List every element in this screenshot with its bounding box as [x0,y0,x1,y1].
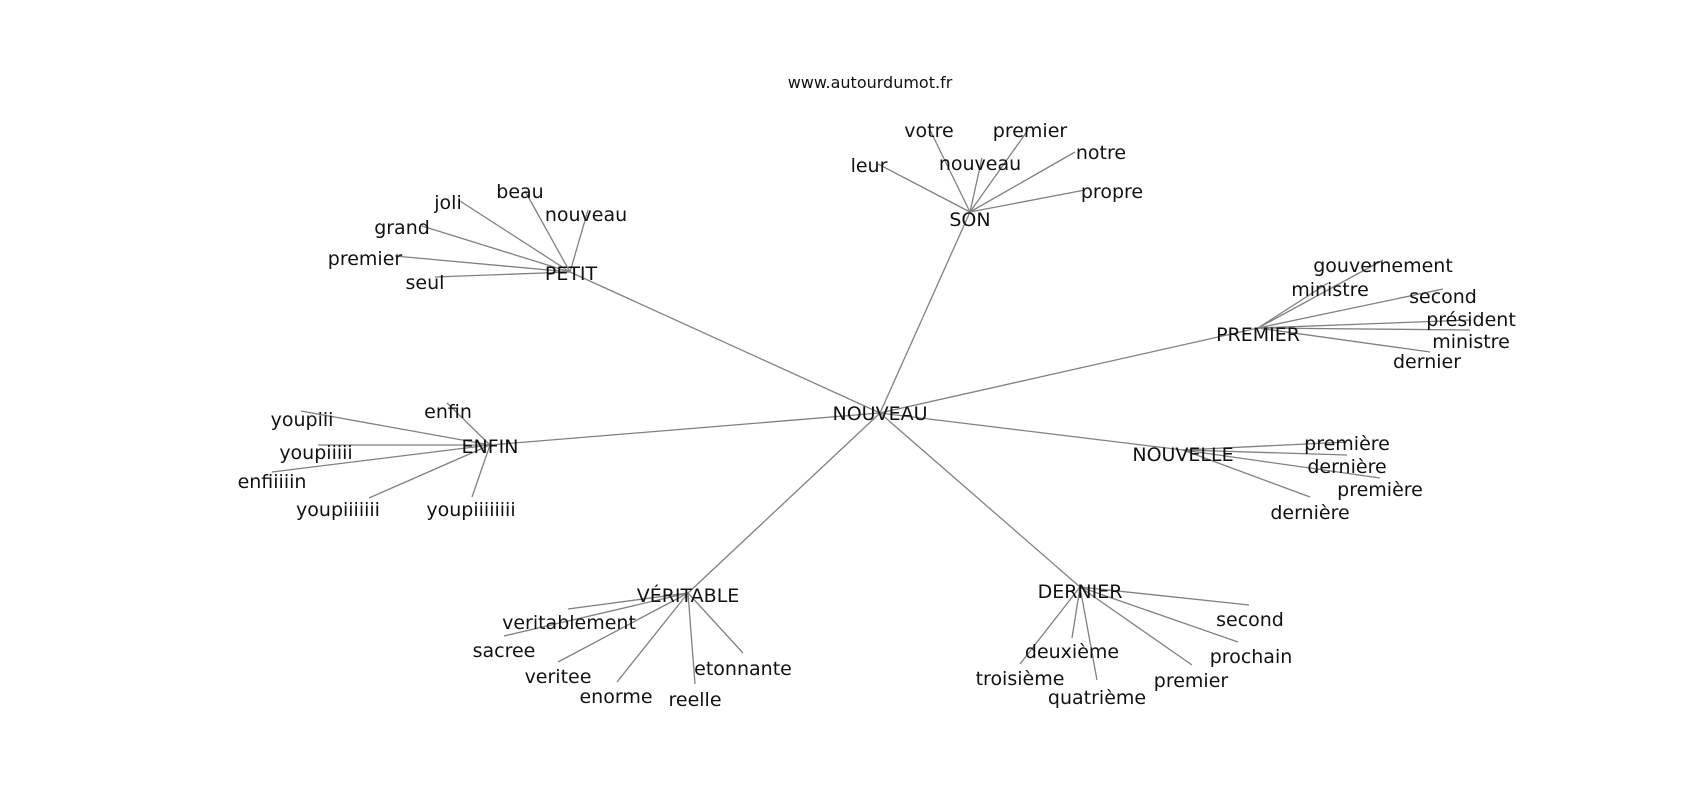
cluster-word-son: SON [949,209,990,231]
edge-petit-leaf [524,190,571,273]
edge-nouvelle-leaf [1182,441,1348,451]
source-credit: www.autourdumot.fr [788,73,953,92]
cluster-word-enfin: ENFIN [462,436,519,458]
edge-petit-leaf [459,200,571,273]
edge-center-nouvelle [879,412,1184,451]
leaf-word-label: leur [851,155,888,177]
edge-enfin-leaf [300,410,491,446]
edge-son-leaf [969,189,1086,213]
graph-edges [271,129,1472,685]
leaf-word-label: nouveau [939,153,1021,175]
center-word-label: NOUVEAU [833,403,928,425]
edge-veritable-leaf [687,592,696,685]
leaf-word-label: dernière [1307,456,1386,478]
leaf-word-label: youpiiiiiii [296,499,380,521]
edge-dernier-leaf [1019,586,1081,665]
cluster-word-premier: PREMIER [1216,324,1300,346]
edge-premier-leaf [1257,282,1329,329]
edge-center-veritable [687,412,881,594]
leaf-word-label: président [1426,309,1516,331]
leaf-word-label: propre [1081,181,1143,203]
edge-son-leaf [929,129,971,213]
cluster-word-nouvelle: NOUVELLE [1132,444,1233,466]
edge-dernier-leaf [1079,586,1239,643]
leaf-word-label: grand [374,217,430,239]
edge-petit-leaf [434,271,571,278]
edge-petit-leaf [421,225,571,273]
leaf-word-label: ministre [1432,331,1510,353]
leaf-word-label: premier [993,120,1068,142]
leaf-word-label: nouveau [545,204,627,226]
leaf-word-label: joli [433,192,461,214]
edge-enfin-leaf [471,444,491,498]
leaf-word-label: veritee [525,666,592,688]
edge-enfin-leaf [271,444,491,473]
edge-premier-leaf [1257,259,1384,329]
edge-veritable-leaf [616,592,689,683]
edge-center-petit [569,271,881,414]
leaf-word-label: dernière [1270,502,1349,524]
edge-veritable-leaf [557,592,689,663]
edge-veritable-leaf [687,592,744,654]
leaf-word-label: quatrième [1048,687,1146,709]
leaf-word-label: seul [406,272,445,294]
edge-son-leaf [877,163,971,213]
graph-labels: NOUVEAUPETITbeaujoligrandpremierseulnouv… [238,120,1516,711]
leaf-word-label: youpiiiiiiii [426,499,515,521]
leaf-word-label: premier [328,248,403,270]
leaf-word-label: dernier [1393,351,1461,373]
edge-petit-leaf [394,255,571,273]
edge-dernier-leaf [1071,586,1081,639]
edge-center-enfin [489,412,881,446]
leaf-word-label: reelle [668,689,721,711]
leaf-word-label: enfin [424,401,472,423]
edge-nouvelle-leaf [1182,449,1381,479]
edge-center-premier [879,327,1259,414]
edge-enfin-leaf [368,444,491,499]
edge-center-dernier [879,412,1081,588]
edge-premier-leaf [1257,319,1472,329]
cluster-word-dernier: DERNIER [1038,581,1123,603]
leaf-word-label: enorme [579,686,652,708]
edge-son-leaf [969,151,1076,213]
edge-dernier-leaf [1079,586,1098,681]
edge-dernier-leaf [1079,586,1250,606]
edge-dernier-leaf [1079,586,1193,666]
edge-premier-leaf [1257,327,1431,353]
leaf-word-label: notre [1076,142,1126,164]
leaf-word-label: ministre [1291,279,1369,301]
edge-nouvelle-leaf [1182,449,1311,498]
leaf-word-label: sacree [473,640,536,662]
leaf-word-label: youpiii [271,409,334,431]
leaf-word-label: prochain [1210,646,1293,668]
leaf-word-label: beau [496,181,543,203]
cluster-word-veritable: VÉRITABLE [637,584,740,607]
cluster-word-petit: PETIT [545,263,598,285]
leaf-word-label: votre [904,120,953,142]
edge-premier-leaf [1257,327,1471,331]
edge-nouvelle-leaf [1182,449,1348,456]
edge-veritable-leaf [567,592,689,610]
leaf-word-label: troisième [976,668,1065,690]
edge-premier-leaf [1257,288,1444,329]
edge-veritable-leaf [503,592,689,637]
edge-petit-leaf [569,209,589,273]
leaf-word-label: veritablement [502,612,636,634]
edge-enfin-leaf [446,402,491,446]
leaf-word-label: deuxième [1025,641,1119,663]
leaf-word-label: enfiiiiin [238,471,307,493]
edge-center-son [879,211,971,414]
leaf-word-label: second [1409,286,1477,308]
edge-son-leaf [969,129,1029,213]
leaf-word-label: première [1337,479,1423,501]
edge-son-leaf [969,157,983,213]
leaf-word-label: second [1216,609,1284,631]
leaf-word-label: premier [1154,670,1229,692]
leaf-word-label: youpiiiii [279,442,352,464]
leaf-word-label: gouvernement [1313,255,1453,277]
leaf-word-label: etonnante [694,658,792,680]
leaf-word-label: première [1304,433,1390,455]
